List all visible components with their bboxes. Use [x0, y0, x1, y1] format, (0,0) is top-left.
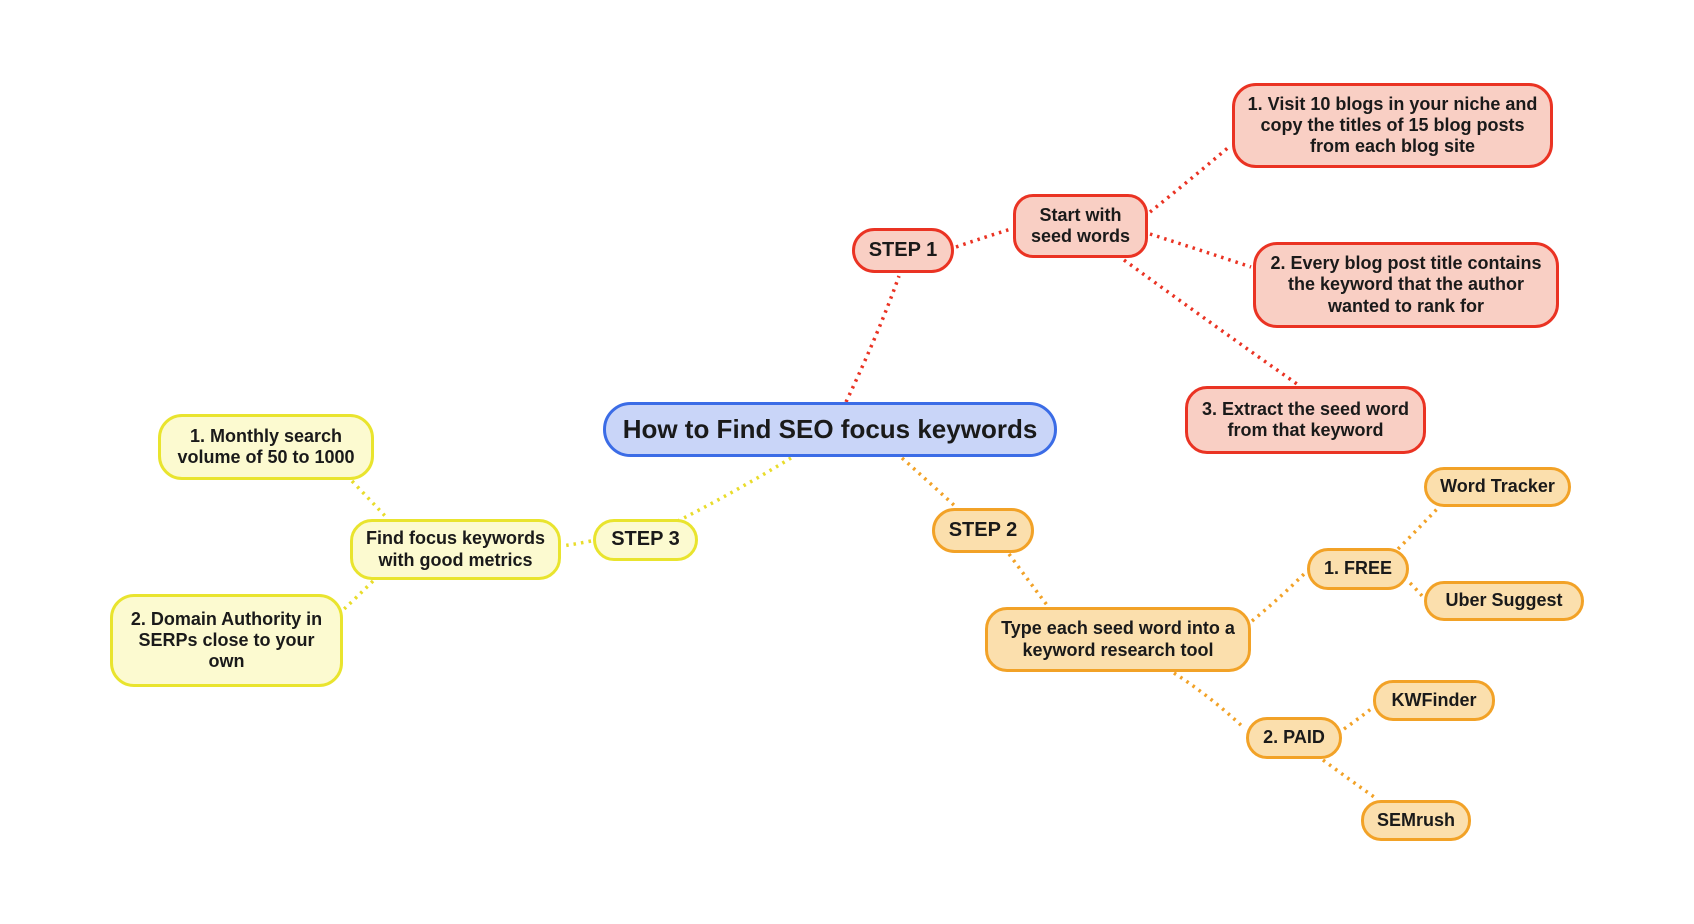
node-step2[interactable]: STEP 2 [932, 508, 1034, 553]
type-each-seed-word-label: Type each seed word into a keyword resea… [1001, 618, 1235, 660]
edge-free-ubersuggest [1408, 581, 1425, 599]
edge-seed-item3 [1122, 258, 1299, 386]
edge-free-wordtracker [1396, 507, 1439, 551]
node-center-topic[interactable]: How to Find SEO focus keywords [603, 402, 1057, 457]
paid-label: 2. PAID [1263, 727, 1325, 748]
center-topic-label: How to Find SEO focus keywords [622, 414, 1038, 445]
edge-center-step1 [844, 275, 901, 403]
edge-find-metric2 [341, 579, 375, 612]
edge-paid-semrush [1321, 758, 1379, 801]
edge-step3-find [561, 539, 592, 548]
step1-label: STEP 1 [868, 238, 938, 261]
kwfinder-label: KWFinder [1391, 689, 1477, 710]
node-kwfinder[interactable]: KWFinder [1373, 680, 1495, 721]
node-seed-item-2[interactable]: 2. Every blog post title contains the ke… [1253, 242, 1559, 328]
step3-label: STEP 3 [611, 528, 680, 551]
edge-center-step3 [675, 456, 792, 524]
node-metric-item-1[interactable]: 1. Monthly search volume of 50 to 1000 [158, 414, 374, 480]
node-uber-suggest[interactable]: Uber Suggest [1424, 581, 1584, 621]
node-seed-item-1[interactable]: 1. Visit 10 blogs in your niche and copy… [1232, 83, 1553, 168]
node-semrush[interactable]: SEMrush [1361, 800, 1471, 841]
edge-find-metric1 [350, 479, 389, 520]
node-type-each-seed-word[interactable]: Type each seed word into a keyword resea… [985, 607, 1251, 672]
step2-label: STEP 2 [948, 518, 1018, 541]
find-focus-keywords-label: Find focus keywords with good metrics [365, 528, 546, 570]
free-label: 1. FREE [1323, 558, 1393, 579]
node-free[interactable]: 1. FREE [1307, 548, 1409, 590]
uber-suggest-label: Uber Suggest [1445, 590, 1563, 611]
seed-item-1-label: 1. Visit 10 blogs in your niche and copy… [1247, 93, 1538, 157]
edge-center-step2 [900, 456, 958, 509]
semrush-label: SEMrush [1376, 809, 1455, 830]
node-paid[interactable]: 2. PAID [1246, 717, 1342, 759]
word-tracker-label: Word Tracker [1440, 476, 1555, 497]
metric-item-1-label: 1. Monthly search volume of 50 to 1000 [177, 425, 355, 467]
edge-seed-item2 [1149, 232, 1252, 269]
edge-step2-type [1007, 552, 1049, 607]
start-with-seed-words-label: Start with seed words [1030, 204, 1131, 246]
seed-item-2-label: 2. Every blog post title contains the ke… [1270, 253, 1542, 316]
edge-seed-item1 [1148, 144, 1232, 214]
node-metric-item-2[interactable]: 2. Domain Authority in SERPs close to yo… [110, 594, 343, 687]
edge-step1-seed [955, 227, 1012, 249]
node-seed-item-3[interactable]: 3. Extract the seed word from that keywo… [1185, 386, 1426, 454]
node-find-focus-keywords[interactable]: Find focus keywords with good metrics [350, 519, 561, 580]
metric-item-2-label: 2. Domain Authority in SERPs close to yo… [130, 608, 323, 672]
node-start-with-seed-words[interactable]: Start with seed words [1013, 194, 1148, 258]
node-step1[interactable]: STEP 1 [852, 228, 954, 273]
node-word-tracker[interactable]: Word Tracker [1424, 467, 1571, 507]
edge-type-paid [1173, 671, 1246, 730]
edge-paid-kwfinder [1342, 707, 1373, 731]
edge-type-free [1250, 571, 1307, 623]
seed-item-3-label: 3. Extract the seed word from that keywo… [1201, 398, 1410, 440]
node-step3[interactable]: STEP 3 [593, 519, 698, 561]
